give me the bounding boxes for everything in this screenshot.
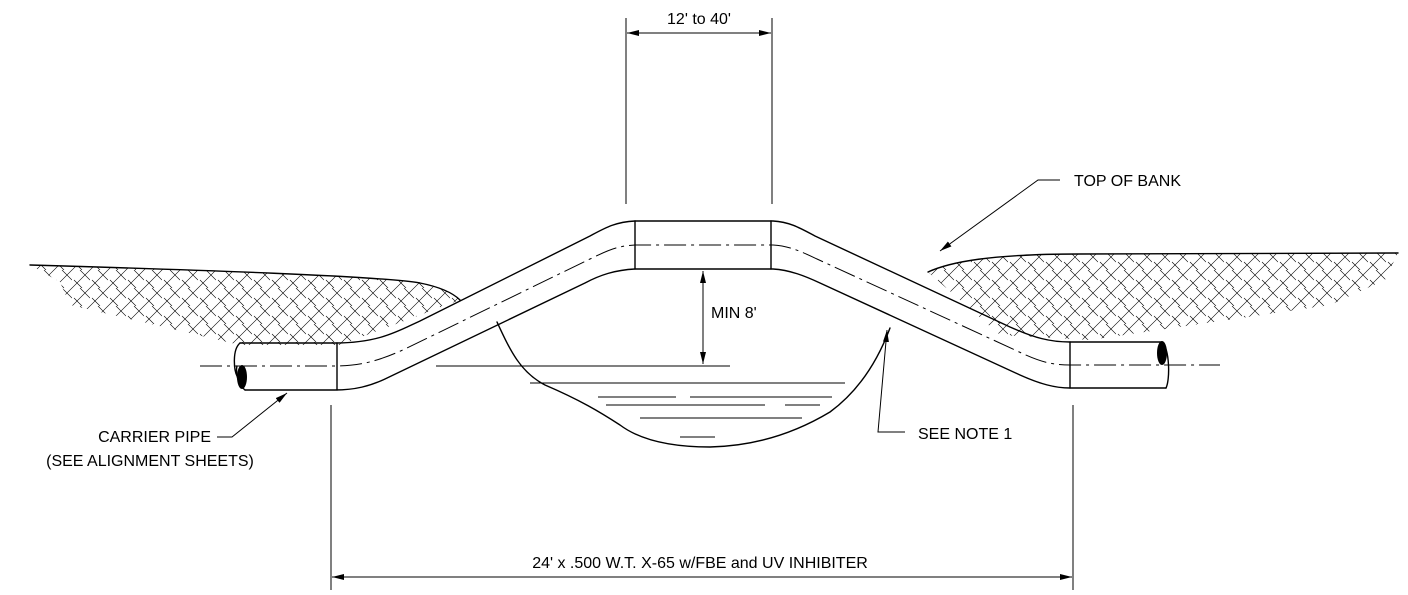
see-note-label: SEE NOTE 1: [918, 426, 1012, 443]
channel-bed: [496, 321, 891, 448]
right-pipe-end-cap: [1157, 341, 1167, 365]
left-pipe-end-cap: [237, 365, 247, 389]
pipe-bottom-edge: [244, 268, 1167, 391]
carrier-pipe-label: CARRIER PIPE: [98, 429, 211, 446]
right-ground-line: [927, 252, 1399, 273]
left-ground-line: [29, 264, 461, 301]
carrier-pipe-leader: [217, 392, 288, 438]
see-note-leader: [877, 329, 905, 433]
dimension-bottom-label: 24' x .500 W.T. X-65 w/FBE and UV INHIBI…: [532, 555, 868, 572]
dimension-depth-label: MIN 8': [711, 305, 757, 322]
top-of-bank-label: TOP OF BANK: [1074, 173, 1181, 190]
left-bank-soil: [30, 265, 460, 345]
dimension-top-label: 12' to 40': [667, 11, 731, 28]
carrier-pipe-sublabel: (SEE ALIGNMENT SHEETS): [46, 453, 254, 470]
right-bank-soil: [928, 253, 1398, 340]
top-of-bank-leader: [939, 179, 1060, 252]
